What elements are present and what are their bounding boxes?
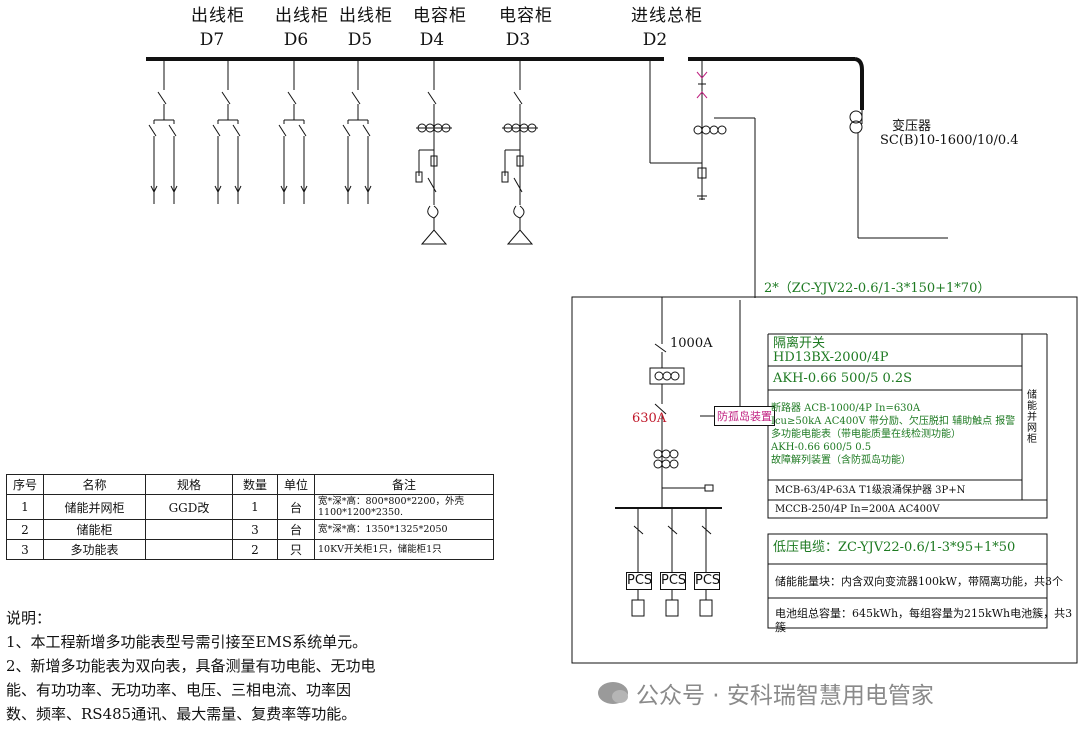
- cabinet-id-d4: D4: [419, 30, 445, 50]
- header-remark: 备注: [314, 474, 494, 495]
- notes-line-2: 2、新增多功能表为双向表，具备测量有功电能、无功电能、有功功率、无功功率、电压、…: [6, 657, 376, 723]
- isolator-model: HD13BX-2000/4P: [773, 350, 889, 365]
- cabinet-name-d7: 出线柜: [191, 6, 245, 26]
- table-row: 1 储能并网柜 GGD改 1 台 宽*深*高：800*800*2200，外壳11…: [6, 494, 494, 520]
- cabinet-id-d6: D6: [283, 30, 309, 50]
- isolator-title: 隔离开关: [773, 336, 826, 351]
- cell-qty: 1: [232, 494, 278, 520]
- breaker-line-3: 多功能电能表（带电能质量在线检测功能）: [771, 429, 961, 440]
- battery-capacity: 电池组总容量：645kWh，每组容量为215kWh电池簇，共3簇: [775, 607, 1073, 634]
- ct-spec: AKH-0.66 500/5 0.2S: [773, 371, 913, 386]
- table-row: 3 多功能表 2 只 10KV开关柜1只，储能柜1只: [6, 539, 494, 560]
- pcs-box-3: PCS: [694, 572, 721, 590]
- equipment-table: 序号 名称 规格 数量 单位 备注 1 储能并网柜 GGD改 1 台 宽*深*高…: [6, 474, 494, 560]
- breaker-line-4: AKH-0.66 600/5 0.5: [771, 442, 872, 453]
- notes-line-1: 1、本工程新增多功能表型号需引接至EMS系统单元。: [6, 633, 368, 651]
- notes-block: 说明： 1、本工程新增多功能表型号需引接至EMS系统单元。 2、新增多功能表为双…: [6, 606, 376, 726]
- cell-index: 1: [6, 494, 44, 520]
- cabinet-name-d5: 出线柜: [339, 6, 393, 26]
- wechat-icon: [598, 682, 628, 704]
- breaker-630-label: 630A: [632, 411, 667, 426]
- transformer-symbol: [849, 110, 948, 239]
- capacitor-feeder: [501, 59, 538, 245]
- outgoing-feeder: [278, 59, 308, 204]
- cabinet-id-d2: D2: [642, 30, 668, 50]
- storage-trunk: [615, 297, 741, 617]
- right-spec-grid: [767, 333, 1048, 629]
- storage-panel-frame: [571, 296, 1078, 664]
- cell-spec: [145, 539, 233, 560]
- cell-unit: 台: [277, 519, 315, 540]
- table-header-row: 序号 名称 规格 数量 单位 备注: [6, 474, 494, 495]
- cabinet-id-d5: D5: [347, 30, 373, 50]
- lv-cable-spec: 低压电缆：ZC-YJV22-0.6/1-3*95+1*50: [773, 540, 1016, 555]
- surge-protector: MCB-63/4P-63A T1级浪涌保护器 3P+N: [775, 485, 966, 496]
- cell-name: 储能并网柜: [43, 494, 146, 520]
- outgoing-feeders: [148, 59, 372, 204]
- mccb-spec: MCCB-250/4P In=200A AC400V: [775, 504, 940, 515]
- cabinet-name-d6: 出线柜: [275, 6, 329, 26]
- capacitor-feeders: [415, 59, 538, 245]
- watermark-text: 公众号 · 安科瑞智慧用电管家: [636, 683, 934, 709]
- main-cable-spec: 2*（ZC-YJV22-0.6/1-3*150+1*70）: [764, 281, 991, 296]
- cell-index: 3: [6, 539, 44, 560]
- cell-index: 2: [6, 519, 44, 540]
- cell-unit: 台: [277, 494, 315, 520]
- outgoing-feeder: [212, 59, 242, 204]
- header-name: 名称: [43, 474, 146, 495]
- cell-spec: GGD改: [145, 494, 233, 520]
- wechat-watermark: 公众号 · 安科瑞智慧用电管家: [598, 676, 934, 710]
- header-unit: 单位: [277, 474, 315, 495]
- cell-qty: 3: [232, 519, 278, 540]
- anti-island-device: 防孤岛装置: [714, 406, 775, 426]
- cabinet-id-d7: D7: [199, 30, 225, 50]
- cell-name: 储能柜: [43, 519, 146, 540]
- cell-unit: 只: [277, 539, 315, 560]
- notes-title: 说明：: [6, 609, 52, 627]
- header-qty: 数量: [232, 474, 278, 495]
- cell-remark: 10KV开关柜1只，储能柜1只: [314, 539, 494, 560]
- breaker-line-5: 故障解列装置（含防孤岛功能）: [771, 455, 911, 466]
- pcs-box-2: PCS: [660, 572, 687, 590]
- cell-name: 多功能表: [43, 539, 146, 560]
- cabinet-name-d4: 电容柜: [413, 6, 467, 26]
- pcs-box-1: PCS: [626, 572, 653, 590]
- incoming-cabinet: [649, 59, 756, 298]
- cabinet-name-d2: 进线总柜: [631, 6, 703, 26]
- cabinet-name-d3: 电容柜: [499, 6, 553, 26]
- cell-qty: 2: [232, 539, 278, 560]
- header-spec: 规格: [145, 474, 233, 495]
- cabinet-id-d3: D3: [505, 30, 531, 50]
- breaker-line-2: Icu≥50kA AC400V 带分励、欠压脱扣 辅助触点 报警: [771, 416, 1016, 427]
- storage-module: 储能能量块：内含双向变流器100kW，带隔离功能，共3个: [775, 575, 1063, 588]
- breaker-line-1: 断路器 ACB-1000/4P In=630A: [771, 403, 921, 414]
- cell-remark: 宽*深*高：800*800*2200，外壳1100*1200*2350.: [314, 494, 494, 520]
- cell-remark: 宽*深*高：1350*1325*2050: [314, 519, 494, 540]
- cell-spec: [145, 519, 233, 540]
- transformer-name: 变压器: [892, 119, 932, 134]
- breaker-1000-label: 1000A: [670, 336, 713, 351]
- outgoing-feeder: [148, 59, 178, 204]
- side-label-storage-cabinet: 储能并网柜: [1027, 390, 1037, 445]
- transformer-spec: SC(B)10-1600/10/0.4: [880, 133, 1019, 148]
- outgoing-feeder: [342, 59, 372, 204]
- capacitor-feeder: [415, 59, 452, 245]
- table-row: 2 储能柜 3 台 宽*深*高：1350*1325*2050: [6, 519, 494, 540]
- header-index: 序号: [6, 474, 44, 495]
